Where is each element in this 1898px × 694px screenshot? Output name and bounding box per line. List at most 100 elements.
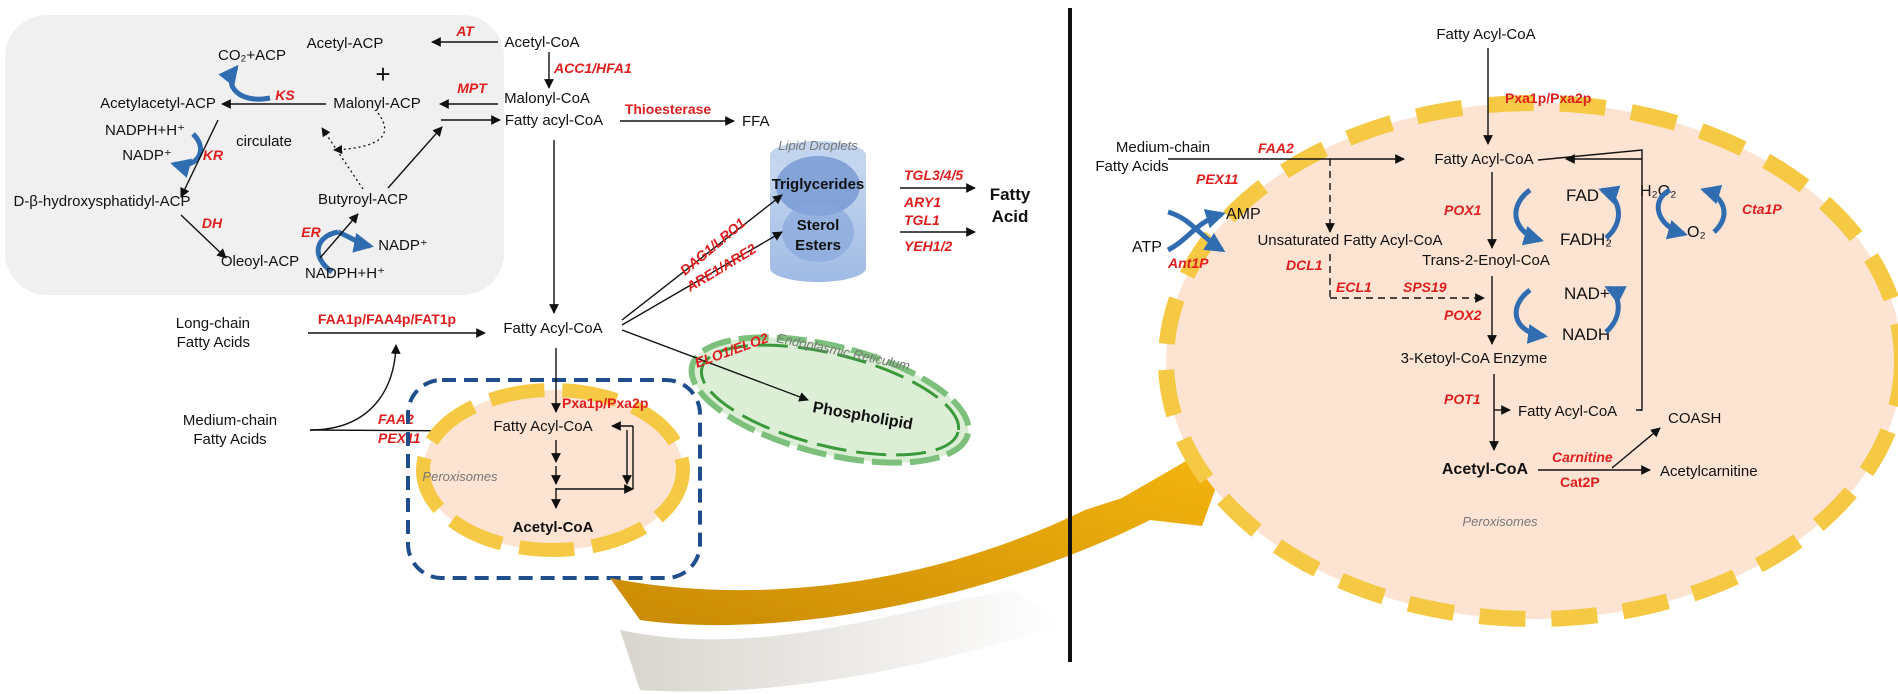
nad-cycle-left <box>1513 287 1548 344</box>
big-medium-chain-2: Fatty Acids <box>1095 158 1168 175</box>
enzyme-pot1: POT1 <box>1444 391 1481 407</box>
enzyme-pox2: POX2 <box>1444 307 1482 323</box>
malonyl-acp: Malonyl-ACP <box>333 95 421 112</box>
enzyme-sps19: SPS19 <box>1403 279 1447 295</box>
big-fatty-acyl-coa: Fatty Acyl-CoA <box>1434 151 1533 168</box>
enzyme-ecl1: ECL1 <box>1336 279 1372 295</box>
enzyme-dcl1: DCL1 <box>1286 257 1323 273</box>
medium-chain-1: Medium-chain <box>183 412 277 429</box>
amp-label: AMP <box>1226 206 1261 223</box>
big-medium-chain-1: Medium-chain <box>1116 139 1210 156</box>
unsaturated-fatty-acyl-coa: Unsaturated Fatty Acyl-CoA <box>1257 232 1442 249</box>
butyroyl-to-fatty-arrow <box>387 126 443 189</box>
nadp-left: NADP⁺ <box>122 147 172 164</box>
endoplasmic-reticulum <box>688 334 972 466</box>
butyroyl-return-dotted <box>321 127 364 190</box>
acetylacetyl-acp: Acetylacetyl-ACP <box>100 95 216 112</box>
long-chain-2: Fatty Acids <box>177 334 250 351</box>
small-fatty-acyl-coa: Fatty Acyl-CoA <box>493 418 592 435</box>
fad-label: FAD <box>1566 186 1599 205</box>
lipid-droplet <box>770 141 866 282</box>
big-acetyl-coa: Acetyl-CoA <box>1442 461 1529 478</box>
enzyme-pex11-left: PEX11 <box>378 430 421 446</box>
fatty-acyl-coa-top: Fatty acyl-CoA <box>505 112 603 129</box>
fatty-acyl-coa-center: Fatty Acyl-CoA <box>503 320 602 337</box>
small-pxa: Pxa1p/Pxa2p <box>562 395 648 411</box>
enzyme-faa2-left: FAA2 <box>378 411 414 427</box>
oleoyl-acp: Oleoyl-ACP <box>221 253 299 270</box>
kr-cycle-arrow <box>170 132 204 178</box>
malonyl-loop-dotted <box>333 112 386 155</box>
arrow-shadow <box>620 590 1062 692</box>
small-peroxisomes-label: Peroxisomes <box>422 469 498 484</box>
fatty-acid-fatty: Fatty <box>990 185 1031 204</box>
enzyme-yeh12: YEH1/2 <box>904 238 952 254</box>
enzyme-ary1: ARY1 <box>903 194 941 210</box>
co2-acp: CO₂+ACP <box>218 47 286 64</box>
enzyme-tgl345: TGL3/4/5 <box>904 167 963 183</box>
enzyme-dh: DH <box>202 215 223 231</box>
big-enzyme-faa2: FAA2 <box>1258 140 1294 156</box>
nadh-label: NADH <box>1562 325 1610 344</box>
enzyme-ant1p: Ant1P <box>1167 255 1209 271</box>
enzyme-at: AT <box>455 23 475 39</box>
enzyme-pox1: POX1 <box>1444 202 1482 218</box>
synthesis-panel <box>5 15 504 295</box>
ffa-label: FFA <box>742 113 770 130</box>
dh-arrow <box>180 214 227 259</box>
ketoyl-coa-enzyme: 3-Ketoyl-CoA Enzyme <box>1401 350 1548 367</box>
esters: Esters <box>795 237 841 254</box>
catalase-cycle-right <box>1700 185 1727 234</box>
lipid-droplets-title: Lipid Droplets <box>778 138 858 153</box>
enzyme-cta1p: Cta1P <box>1742 201 1782 217</box>
long-chain-1: Long-chain <box>176 315 250 332</box>
peroxisome-zoom-box <box>406 378 702 580</box>
big-fatty-acyl-coa-top: Fatty Acyl-CoA <box>1436 26 1535 43</box>
to-sterol-esters-arrow <box>621 231 783 326</box>
big-pxa: Pxa1p/Pxa2p <box>1505 90 1591 106</box>
big-enzyme-pex11: PEX11 <box>1196 171 1239 187</box>
enzyme-faa1p: FAA1p/FAA4p/FAT1p <box>318 311 456 327</box>
to-coash-arrow <box>1611 427 1661 469</box>
plus-sign: + <box>375 59 390 89</box>
circulate-label: circulate <box>236 133 292 150</box>
nadph-h-bottom: NADPH+H⁺ <box>305 265 385 282</box>
atp-to-amp-arrow <box>1166 209 1226 253</box>
h2o2-label: H₂O₂ <box>1640 183 1676 200</box>
enzyme-carnitine: Carnitine <box>1552 449 1613 465</box>
fatty-acid-acid: Acid <box>992 207 1029 226</box>
ks-cycle-arrow <box>218 64 271 102</box>
enzyme-kr: KR <box>203 147 224 163</box>
sterol: Sterol <box>797 217 840 234</box>
to-triglycerides-arrow <box>621 194 783 321</box>
butyroyl-acp: Butyroyl-ACP <box>318 191 408 208</box>
nadph-h-top: NADPH+H⁺ <box>105 122 185 139</box>
nad-cycle-right <box>1604 285 1627 334</box>
enzyme-thioesterase: Thioesterase <box>625 101 712 117</box>
hydroxy-acp: D-β-hydroxysphatidyl-ACP <box>13 193 190 210</box>
fadh2-label: FADH₂ <box>1560 230 1612 249</box>
enzyme-acc1-hfa1: ACC1/HFA1 <box>553 60 632 76</box>
nad-label: NAD+ <box>1564 284 1610 303</box>
big-peroxisomes-label: Peroxisomes <box>1462 514 1538 529</box>
enzyme-ks: KS <box>275 87 295 103</box>
er-cycle-arrow-a <box>315 229 339 275</box>
fad-cycle-left <box>1513 187 1544 246</box>
malonyl-coa: Malonyl-CoA <box>504 90 590 107</box>
o2-label: O₂ <box>1687 224 1706 241</box>
coash-label: COASH <box>1668 410 1721 427</box>
nadp-right: NADP⁺ <box>378 237 428 254</box>
small-acetyl-coa: Acetyl-CoA <box>513 519 594 536</box>
medium-to-long-arrow <box>309 344 401 431</box>
fatty-acyl-coa-bottom: Fatty Acyl-CoA <box>1518 403 1617 420</box>
er-arrow <box>319 213 359 259</box>
trans-2-enoyl-coa: Trans-2-Enoyl-CoA <box>1422 252 1550 269</box>
acetyl-acp: Acetyl-ACP <box>307 35 384 52</box>
triglycerides: Triglycerides <box>772 176 865 193</box>
to-phospholipid-arrow <box>621 329 809 402</box>
medium-chain-2: Fatty Acids <box>193 431 266 448</box>
atp-label: ATP <box>1132 239 1162 256</box>
enzyme-cat2p: Cat2P <box>1560 474 1600 490</box>
recycle-line <box>1537 149 1643 411</box>
